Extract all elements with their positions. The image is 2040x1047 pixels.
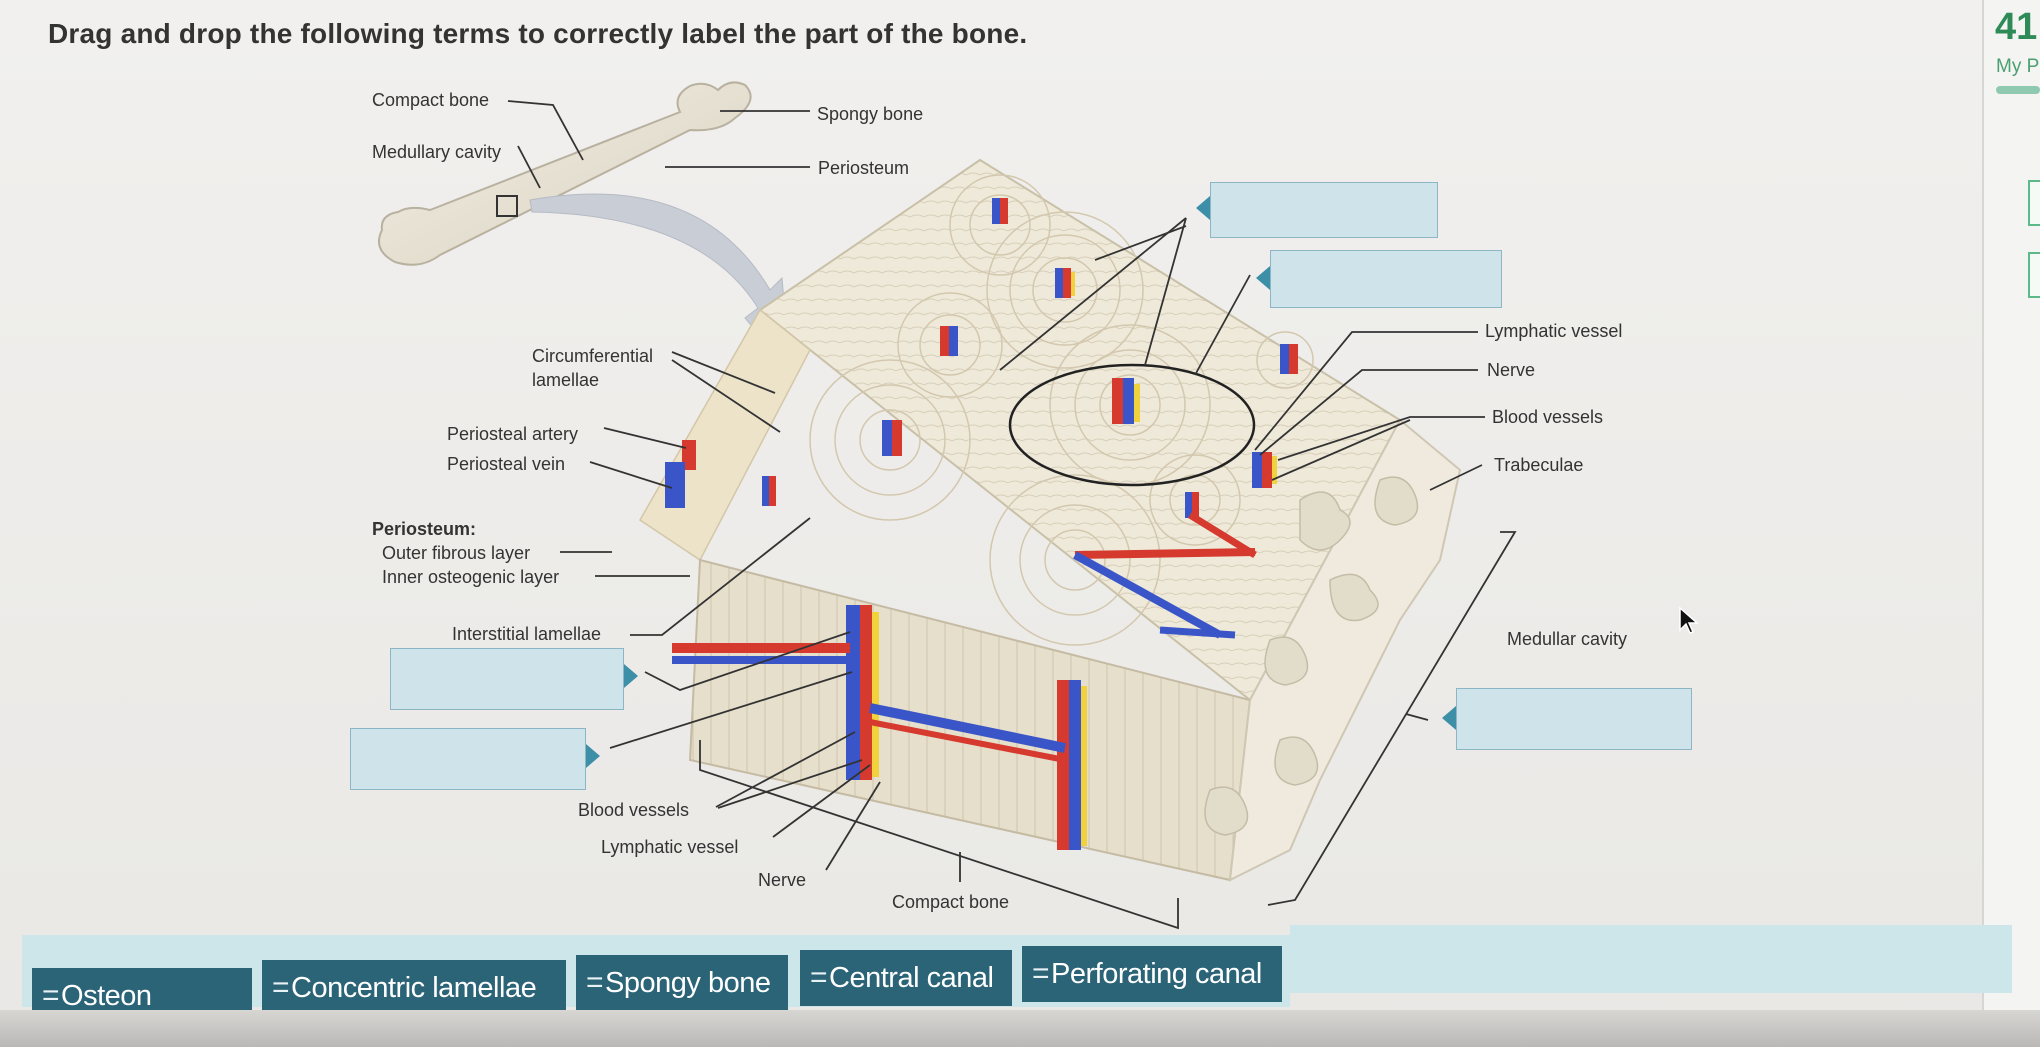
long-bone-illustration xyxy=(378,81,791,374)
label-compact-bone-top: Compact bone xyxy=(372,90,489,110)
chip-central-canal[interactable]: = Central canal xyxy=(800,950,1012,1006)
chip-label: Central canal xyxy=(829,961,994,994)
label-interstitial-lamellae: Interstitial lamellae xyxy=(452,624,601,644)
dropzone-3[interactable] xyxy=(390,648,624,710)
label-lymphatic-right: Lymphatic vessel xyxy=(1485,321,1622,341)
label-blood-vessels-bottom: Blood vessels xyxy=(578,800,689,820)
chip-label: Concentric lamellae xyxy=(291,971,537,1004)
label-inner-osteogenic: Inner osteogenic layer xyxy=(382,567,559,587)
chip-perforating-canal[interactable]: = Perforating canal xyxy=(1022,946,1282,1002)
my-progress-link[interactable]: My P xyxy=(1996,56,2040,77)
dropzone-5-pointer xyxy=(1442,706,1456,730)
question-prompt: Drag and drop the following terms to cor… xyxy=(48,18,1028,49)
label-periosteum-top: Periosteum xyxy=(818,158,909,178)
side-tab-flag[interactable] xyxy=(2028,252,2040,298)
dropzone-4-pointer xyxy=(586,744,600,768)
label-periosteal-vein: Periosteal vein xyxy=(447,454,565,474)
chip-spongy-bone[interactable]: = Spongy bone xyxy=(576,955,788,1011)
label-medullar-cavity: Medullar cavity xyxy=(1507,629,1627,649)
progress-panel xyxy=(1982,0,2040,1047)
dropzone-1[interactable] xyxy=(1210,182,1438,238)
mouse-cursor-icon xyxy=(1679,606,1699,634)
label-circumferential-2: lamellae xyxy=(532,370,599,390)
label-circumferential-1: Circumferential xyxy=(532,346,653,366)
label-medullary-cavity: Medullary cavity xyxy=(372,142,501,162)
label-outer-fibrous: Outer fibrous layer xyxy=(382,543,530,563)
chip-label: Osteon xyxy=(61,979,152,1012)
chip-label: Perforating canal xyxy=(1051,957,1262,990)
progress-bar xyxy=(1996,86,2040,94)
label-compact-bone-bottom: Compact bone xyxy=(892,892,1009,912)
leader-lines xyxy=(507,100,1517,930)
vessel-bundles xyxy=(665,198,1298,850)
label-lymphatic-bottom: Lymphatic vessel xyxy=(601,837,738,857)
word-bank-area-right xyxy=(1290,925,2012,993)
label-periosteum-heading: Periosteum: xyxy=(372,519,476,539)
label-periosteal-artery: Periosteal artery xyxy=(447,424,578,444)
label-spongy-bone-top: Spongy bone xyxy=(817,104,923,124)
label-nerve-right: Nerve xyxy=(1487,360,1535,380)
dropzone-3-pointer xyxy=(624,664,638,688)
drag-handle-icon: = xyxy=(810,961,828,994)
points-counter: 41 xyxy=(1995,6,2038,48)
drag-handle-icon: = xyxy=(272,971,290,1004)
drag-handle-icon: = xyxy=(586,966,604,999)
label-trabeculae: Trabeculae xyxy=(1494,455,1583,475)
label-blood-vessels-right: Blood vessels xyxy=(1492,407,1603,427)
dropzone-2-pointer xyxy=(1256,266,1270,290)
dropzone-2[interactable] xyxy=(1270,250,1502,308)
dropzone-5[interactable] xyxy=(1456,688,1692,750)
chip-concentric-lamellae[interactable]: = Concentric lamellae xyxy=(262,960,566,1016)
dropzone-1-pointer xyxy=(1196,196,1210,220)
label-nerve-bottom: Nerve xyxy=(758,870,806,890)
drag-handle-icon: = xyxy=(42,979,60,1012)
chip-label: Spongy bone xyxy=(605,966,771,999)
bone-diagram: Compact bone Medullary cavity Spongy bon… xyxy=(372,81,1627,930)
drag-handle-icon: = xyxy=(1032,957,1050,990)
screen-bottom-edge xyxy=(0,1010,2040,1047)
side-tab-check[interactable] xyxy=(2028,180,2040,226)
bone-block xyxy=(639,158,1462,882)
dropzone-4[interactable] xyxy=(350,728,586,790)
